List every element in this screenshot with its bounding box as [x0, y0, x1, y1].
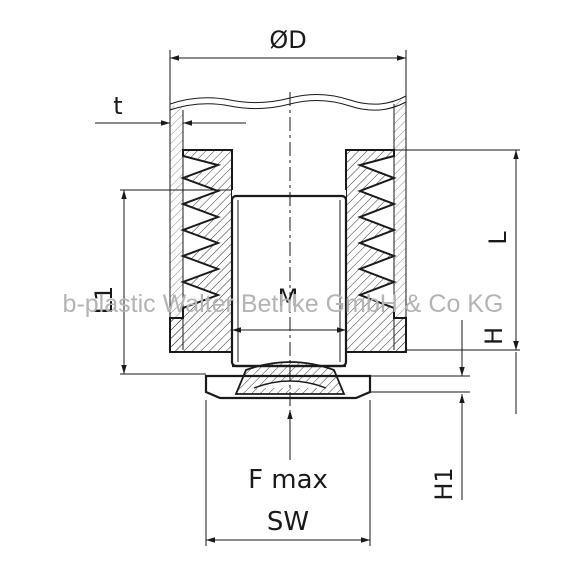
tube-wall-left — [170, 106, 183, 350]
label-height1: H1 — [430, 467, 458, 500]
threaded-bore — [232, 190, 346, 340]
label-overall-length: L1 — [90, 286, 118, 315]
dim-thread: M — [232, 284, 346, 333]
insert-left-section — [169, 149, 233, 353]
adjusting-foot — [204, 194, 372, 400]
label-force: F max — [248, 465, 328, 495]
dim-diameter: ØD — [170, 26, 406, 61]
dim-length: L — [484, 150, 519, 350]
dim-wall-thickness: t — [95, 92, 246, 126]
label-wrench-size: SW — [267, 507, 309, 537]
label-thread: M — [278, 284, 299, 312]
label-diameter: ØD — [269, 26, 306, 54]
label-length: L — [484, 231, 512, 245]
dim-height1: H1 — [430, 320, 465, 501]
insert-right-section — [345, 149, 407, 353]
label-height: H — [480, 327, 508, 345]
dim-force: F max — [248, 410, 328, 495]
tube — [169, 94, 407, 350]
watermark: b-plastic Walter Bethke GmbH & Co KG — [63, 290, 504, 318]
label-wall-thickness: t — [113, 92, 122, 120]
dim-height: H — [480, 300, 519, 414]
tube-wall-right — [394, 100, 406, 350]
dim-wrench-size: SW — [206, 507, 370, 543]
ribbed-insert — [169, 149, 407, 353]
dim-overall-length: L1 — [90, 190, 127, 374]
